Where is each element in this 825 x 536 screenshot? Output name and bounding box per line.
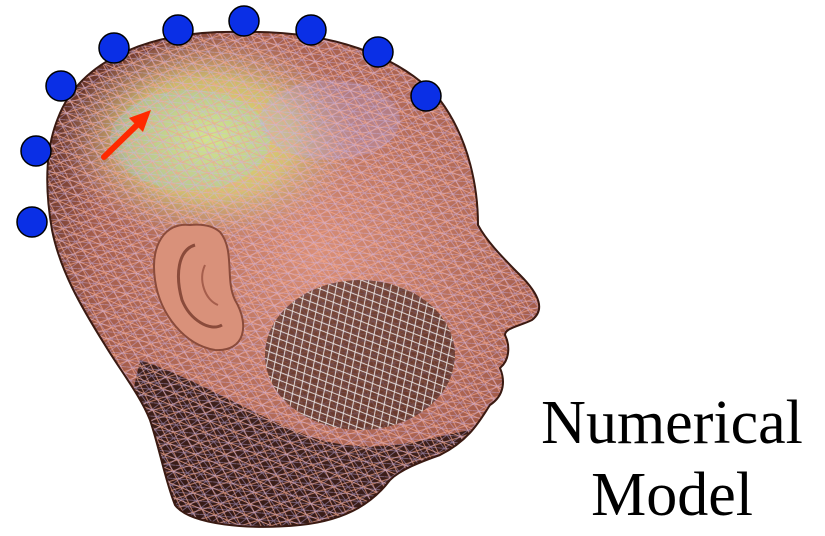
electrode-1 xyxy=(17,207,47,237)
electrode-3 xyxy=(46,71,76,101)
electrode-4 xyxy=(99,33,129,63)
electrode-5 xyxy=(163,15,193,45)
electrode-9 xyxy=(411,81,441,111)
caption-line-1: Numerical xyxy=(534,392,810,454)
electrode-2 xyxy=(21,136,51,166)
electrode-6 xyxy=(229,6,259,36)
electrode-7 xyxy=(296,15,326,45)
electrode-8 xyxy=(363,37,393,67)
caption-line-2: Model xyxy=(534,464,810,526)
